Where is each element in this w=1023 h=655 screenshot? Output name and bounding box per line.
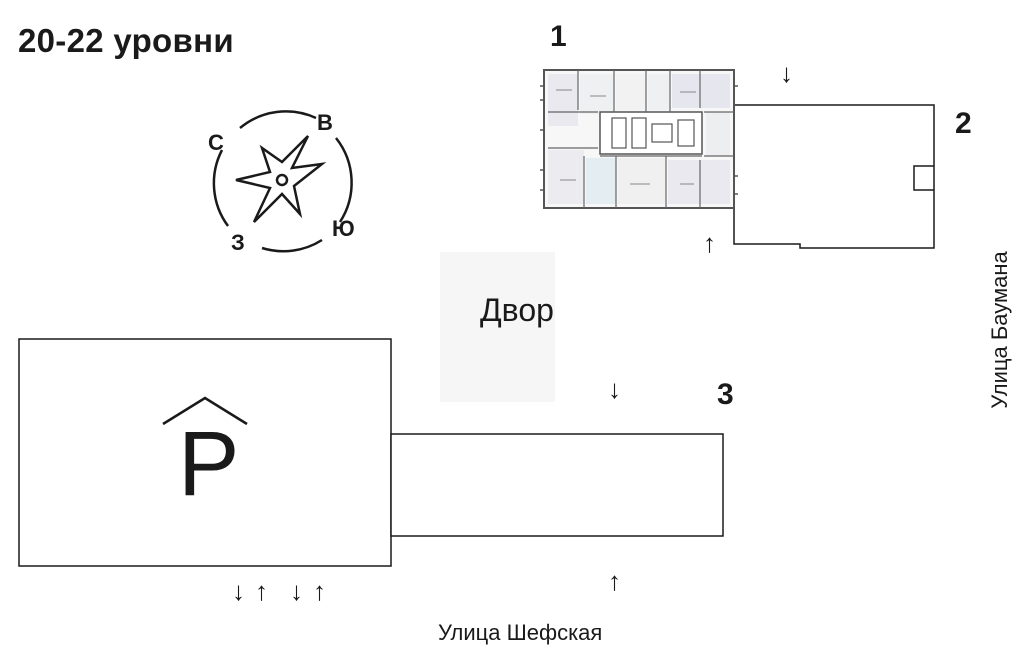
building-1-floorplan	[540, 69, 738, 209]
building-1-core	[599, 111, 703, 155]
unit	[548, 150, 584, 204]
unit	[648, 74, 670, 110]
stair	[677, 119, 695, 147]
parking-arrow-up: ↑	[255, 576, 268, 606]
parking-arrow-down: ↓	[290, 576, 303, 606]
entrance-arrow-up: ↑	[608, 566, 621, 596]
building-3-number: 3	[717, 378, 734, 411]
entrance-arrow-down: ↓	[780, 58, 793, 88]
courtyard-label: Двор	[480, 292, 554, 328]
courtyard-area	[440, 252, 555, 402]
compass-east-label: В	[317, 110, 333, 135]
street-label-right: Улица Баумана	[987, 251, 1012, 409]
unit	[706, 112, 730, 156]
building-2-outline	[733, 104, 935, 249]
compass-arc-left	[212, 149, 230, 227]
elevator	[611, 117, 627, 149]
entrance-arrow-up: ↑	[703, 228, 716, 258]
compass-star-icon	[235, 135, 327, 223]
unit	[618, 158, 666, 204]
parking-outline	[18, 338, 392, 567]
elevator	[631, 117, 647, 149]
page-title: 20-22 уровни	[18, 22, 234, 59]
unit	[580, 74, 614, 114]
unit	[548, 74, 578, 126]
unit	[672, 74, 730, 108]
compass-center	[275, 173, 289, 187]
building-1-number: 1	[550, 20, 567, 53]
compass-south-label: Ю	[332, 216, 355, 241]
compass-arc-right	[335, 137, 353, 223]
building-2-notch	[913, 165, 934, 191]
entrance-arrow-down: ↓	[608, 374, 621, 404]
parking-arrow-up: ↑	[313, 576, 326, 606]
parking-roof-icon	[162, 396, 248, 426]
compass-arc-top	[239, 110, 317, 129]
unit	[668, 160, 730, 204]
compass-arc-bottom	[261, 238, 323, 253]
compass-west-label: З	[231, 230, 245, 255]
street-label-bottom: Улица Шефская	[438, 620, 603, 645]
compass-north-label: С	[208, 130, 224, 155]
stair	[651, 123, 673, 143]
building-3-outline	[390, 433, 724, 537]
parking-label: P	[178, 413, 240, 515]
parking-arrow-down: ↓	[232, 576, 245, 606]
unit	[616, 74, 646, 110]
unit	[586, 158, 616, 204]
building-2-number: 2	[955, 107, 972, 140]
